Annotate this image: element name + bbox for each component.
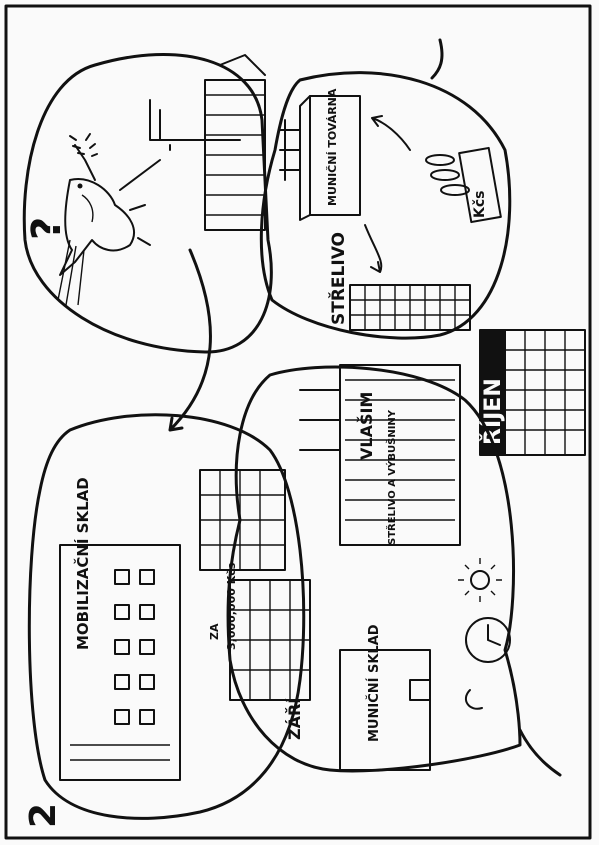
clock-icon (466, 618, 510, 662)
vlasim-title: VLAŠIM (357, 392, 376, 460)
vlasim-subtitle: STŘELIVO A VÝBUŠNINY (385, 409, 398, 545)
money-stack-icon (426, 148, 501, 222)
question-mark: ? (24, 217, 70, 240)
peace-bubble (24, 54, 271, 352)
sun-icon (458, 558, 502, 602)
september-label: ZÁŘÍ (285, 698, 304, 740)
ammo-warehouse-label: MUNIČNÍ SKLAD (366, 624, 382, 742)
mobilization-bubble (29, 415, 303, 819)
olive-branch-icon (70, 134, 97, 180)
money-arrow (372, 116, 410, 150)
bubble-tail-bottom (520, 730, 560, 775)
ammo-label: STŘELIVO (327, 232, 349, 325)
moon-icon (466, 690, 482, 709)
flow-arrow (170, 250, 210, 430)
price-prefix: ZA (208, 623, 221, 640)
factory-building (280, 96, 360, 220)
ammo-warehouse (340, 650, 430, 770)
money-label: Kčs (472, 191, 488, 218)
mobilization-label: MOBILIZAČNÍ SKLAD (73, 477, 92, 650)
bubble-tail-top (432, 40, 442, 78)
ammo-factory-label: MUNIČNÍ TOVÁRNA (326, 88, 339, 206)
vlasim-factory (300, 365, 460, 545)
panel-number: 2 (23, 803, 64, 828)
dove-icon (58, 179, 150, 305)
price-value: 3,000,000 Kčs (225, 562, 238, 650)
ammo-arrow (365, 225, 381, 272)
month-label: ŘÍJEN (480, 378, 506, 445)
ammo-crates (350, 285, 470, 330)
